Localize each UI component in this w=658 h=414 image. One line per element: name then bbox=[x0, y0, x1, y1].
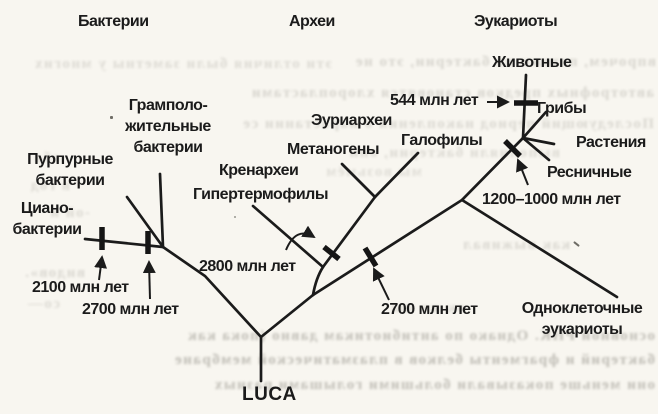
arrow-2800-mln bbox=[285, 225, 316, 251]
taxon-label-cyanobacteria: Циано- бактерии bbox=[12, 200, 82, 238]
taxon-label-unicellular-eukaryotes: Одноклеточные эукариоты bbox=[521, 300, 643, 338]
branch-halophiles bbox=[373, 151, 420, 199]
date-label-2700-mln-eukaryote: 2700 млн лет bbox=[381, 301, 478, 318]
date-label-544-mln: 544 млн лет bbox=[390, 92, 479, 109]
arrow-2700-mln-eukaryote bbox=[372, 267, 390, 301]
tick-2800-mln bbox=[322, 244, 341, 262]
branch-animals bbox=[521, 73, 528, 140]
taxon-label-animals: Животные bbox=[492, 54, 572, 71]
branch-archaea-stem bbox=[311, 195, 377, 297]
taxon-label-luca-root: LUCA bbox=[242, 384, 297, 405]
date-label-2800-mln: 2800 млн лет bbox=[199, 258, 296, 275]
scan-speck bbox=[110, 116, 113, 119]
domain-heading-eukaryotes: Эукариоты bbox=[474, 13, 558, 30]
tick-1200-1000-mln bbox=[503, 139, 522, 158]
branch-ciliates bbox=[521, 136, 551, 162]
taxon-label-methanogens: Метаногены bbox=[287, 141, 380, 158]
domain-heading-bacteria: Бактерии bbox=[78, 13, 149, 30]
taxon-label-halophiles: Галофилы bbox=[401, 132, 483, 149]
branch-bacteria-main bbox=[161, 245, 263, 339]
branch-gram-positive bbox=[158, 172, 165, 249]
taxon-label-fungi: Грибы bbox=[537, 100, 587, 117]
branch-crenarchaeota bbox=[251, 204, 325, 269]
branch-plants bbox=[521, 136, 556, 146]
domain-heading-archaea: Археи bbox=[289, 13, 335, 30]
taxon-label-euryarchaeota: Эуриархеи bbox=[311, 112, 392, 129]
branch-archaea-eukaryote-stem bbox=[259, 293, 315, 339]
branch-cyanobacteria bbox=[83, 237, 165, 249]
branch-fungi bbox=[521, 110, 548, 140]
arrow-2700-mln-bacteria bbox=[142, 260, 156, 300]
arrow-1200-1000-mln bbox=[516, 158, 529, 186]
taxon-label-gram-positive-bacteria: Грамполо- жительные бактерии bbox=[125, 97, 211, 156]
branch-unicellular-eukaryotes bbox=[460, 198, 619, 299]
taxon-label-ciliates: Ресничные bbox=[547, 164, 632, 181]
date-label-2700-mln-bacteria: 2700 млн лет bbox=[82, 301, 179, 318]
taxon-label-plants: Растения bbox=[576, 134, 646, 151]
arrow-2100-mln bbox=[94, 255, 108, 281]
taxon-label-hyperthermophiles: Гипертермофилы bbox=[193, 186, 329, 203]
taxon-label-crenarchaeota: Кренархеи bbox=[219, 162, 299, 179]
taxon-label-purple-bacteria: Пурпурные бактерии bbox=[27, 151, 113, 189]
tick-2700-mln-eukaryote bbox=[362, 246, 379, 268]
branch-methanogens bbox=[340, 162, 377, 199]
branch-eukaryote-main bbox=[311, 136, 525, 297]
date-label-2100-mln: 2100 млн лет bbox=[32, 279, 129, 296]
scan-speck bbox=[234, 216, 236, 218]
date-label-1200-1000-mln: 1200–1000 млн лет bbox=[482, 191, 621, 208]
branch-purple-bacteria bbox=[125, 195, 165, 249]
